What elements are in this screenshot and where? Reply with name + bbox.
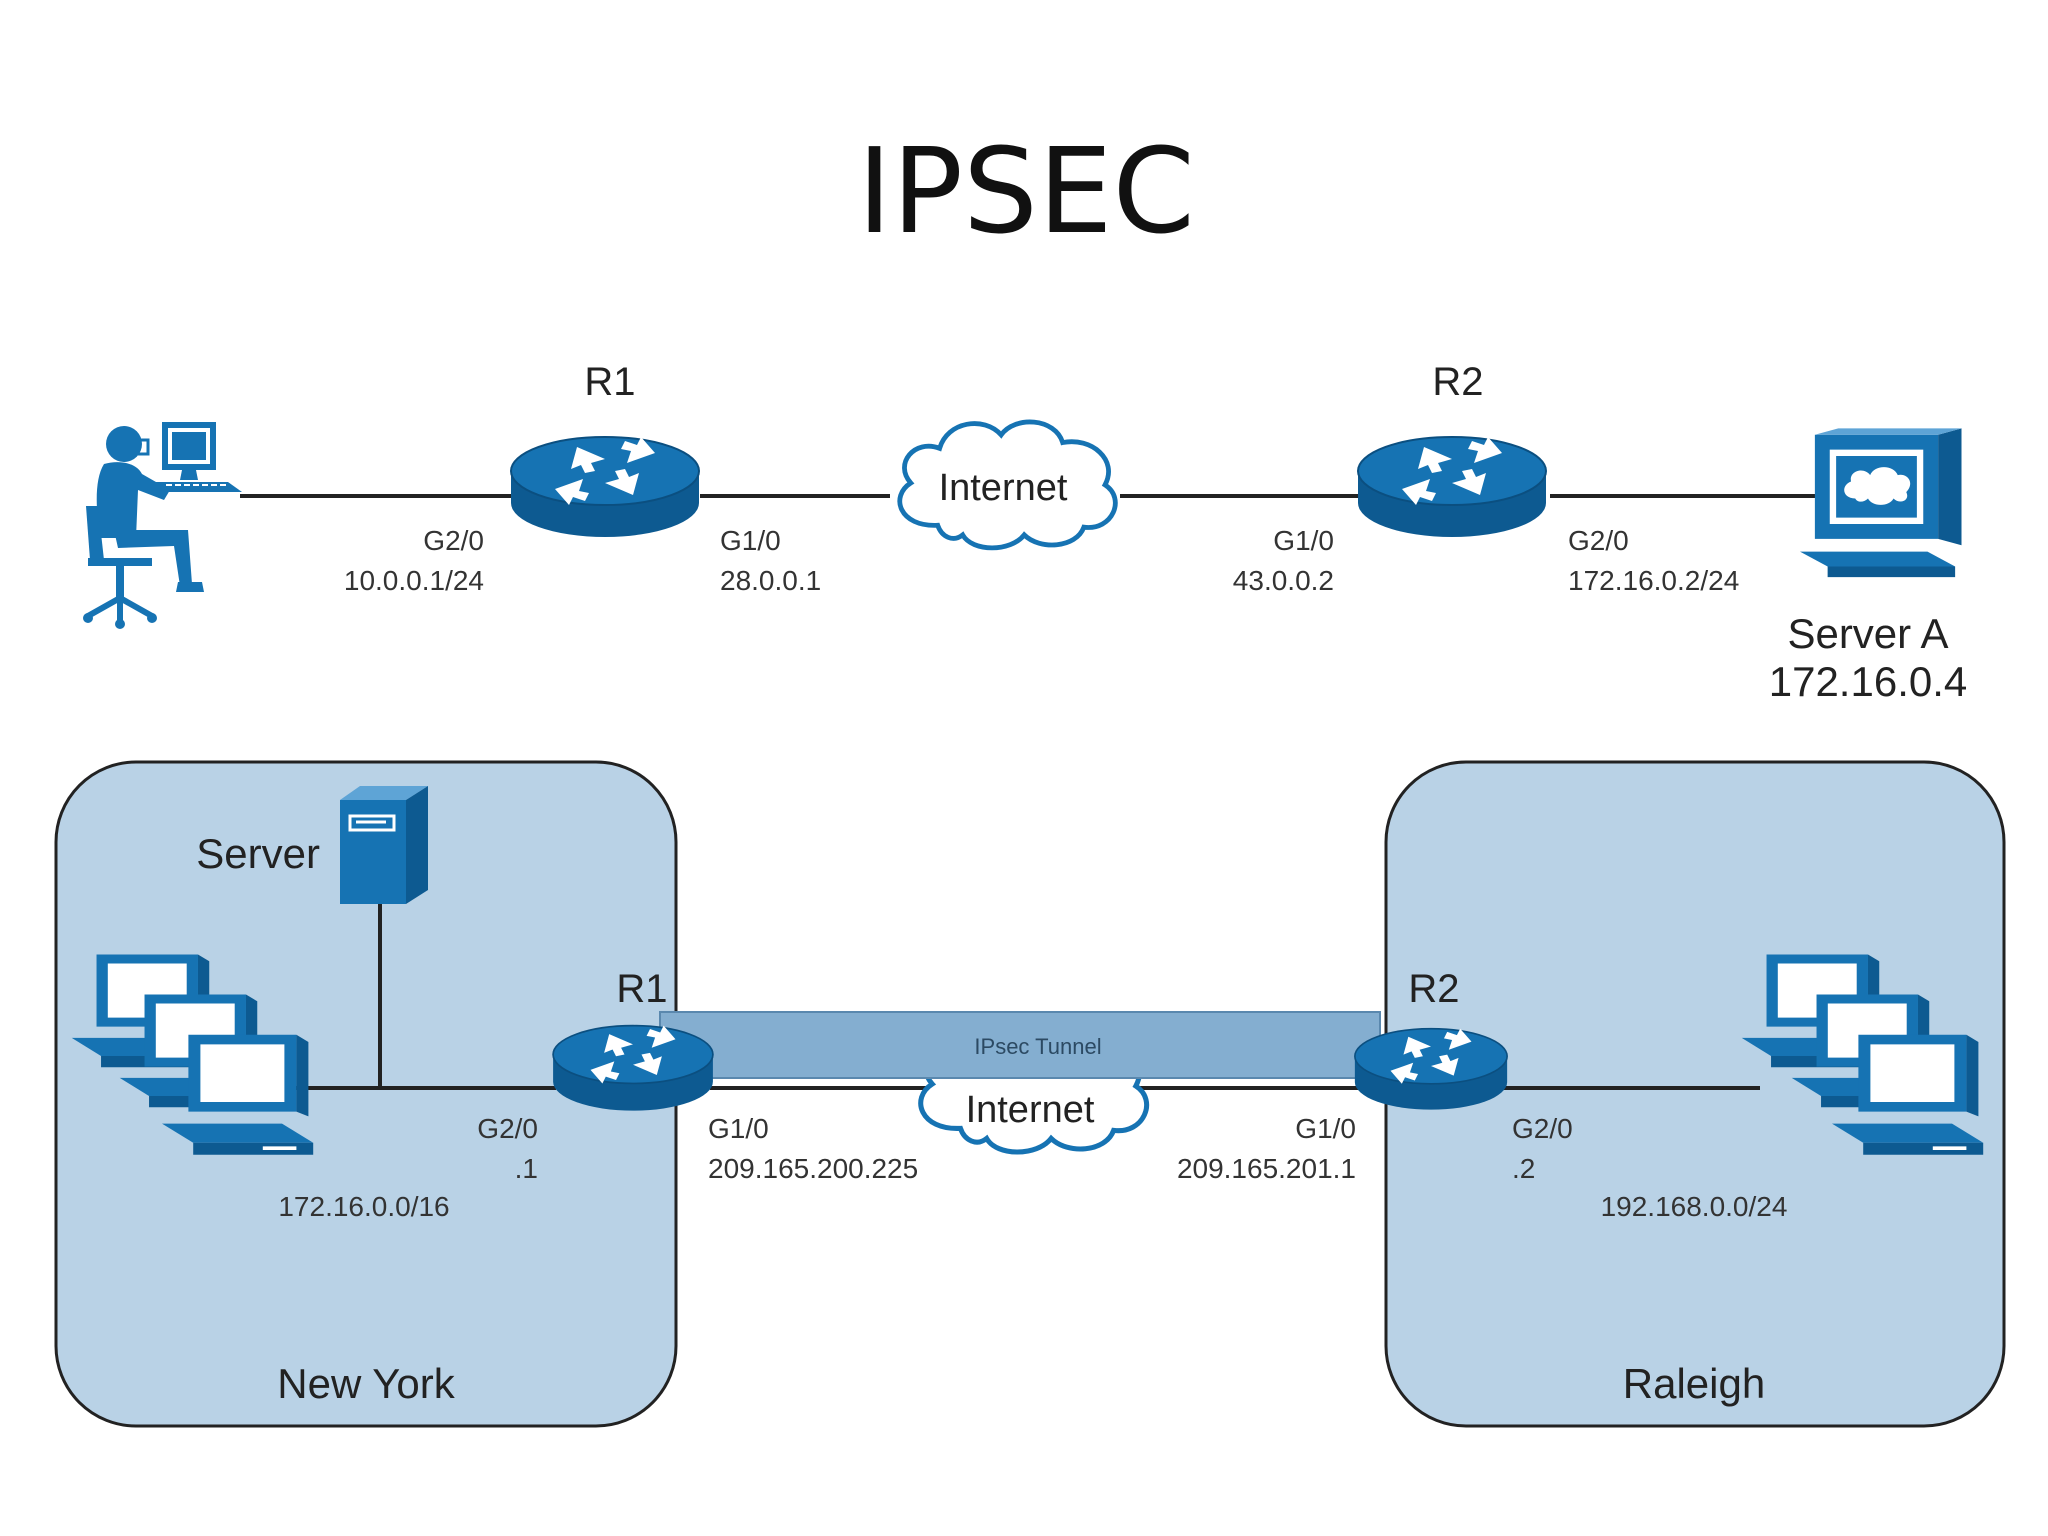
- bottom-r2-wan-port: G1/0: [1295, 1113, 1356, 1144]
- top-r2-ip-g2: 172.16.0.2/24: [1568, 565, 1739, 596]
- top-r2-ip-g1: 43.0.0.2: [1233, 565, 1334, 596]
- router-icon: [1357, 436, 1547, 538]
- page-title: IPSEC: [857, 122, 1195, 260]
- bottom-r2-label: R2: [1408, 967, 1459, 1011]
- top-topology: R1 Internet R2 Server A 172.16.0.4 G2/0 …: [83, 360, 1967, 705]
- bottom-r1-lan-ip: .1: [515, 1153, 538, 1184]
- top-r1-port-g2: G2/0: [423, 525, 484, 556]
- user-at-workstation-icon: [83, 422, 242, 629]
- server-tower-icon: [340, 786, 430, 906]
- bottom-r2-lan-port: G2/0: [1512, 1113, 1573, 1144]
- bottom-r1-wan-port: G1/0: [708, 1113, 769, 1144]
- web-server-icon: [1800, 428, 1962, 578]
- bottom-r2-lan-ip: .2: [1512, 1153, 1535, 1184]
- top-r2-label: R2: [1432, 360, 1483, 404]
- top-cloud-label: Internet: [939, 467, 1068, 509]
- router-icon: [552, 1024, 714, 1112]
- top-r1-ip-g1: 28.0.0.1: [720, 565, 821, 596]
- server-a-label: Server A: [1787, 610, 1948, 657]
- new-york-label: New York: [277, 1360, 455, 1407]
- bottom-r1-lan-port: G2/0: [477, 1113, 538, 1144]
- top-r1-port-g1: G1/0: [720, 525, 781, 556]
- ny-subnet: 172.16.0.0/16: [278, 1191, 449, 1222]
- bottom-r2-wan-ip: 209.165.201.1: [1177, 1153, 1356, 1184]
- top-r1-label: R1: [584, 360, 635, 404]
- top-r2-port-g1: G1/0: [1273, 525, 1334, 556]
- top-r1-ip-g2: 10.0.0.1/24: [344, 565, 484, 596]
- router-icon: [1353, 1027, 1509, 1111]
- ipsec-tunnel-label: IPsec Tunnel: [974, 1034, 1101, 1059]
- server-a-ip: 172.16.0.4: [1769, 658, 1968, 705]
- bottom-topology: New York Raleigh Server 172.16.0.0/16 19…: [54, 760, 2006, 1428]
- router-icon: [510, 436, 700, 538]
- bottom-r1-label: R1: [616, 967, 667, 1011]
- ny-server-label: Server: [196, 830, 320, 877]
- raleigh-label: Raleigh: [1623, 1360, 1765, 1407]
- bottom-cloud-label: Internet: [966, 1089, 1095, 1131]
- raleigh-subnet: 192.168.0.0/24: [1601, 1191, 1788, 1222]
- bottom-r1-wan-ip: 209.165.200.225: [708, 1153, 918, 1184]
- top-r2-port-g2: G2/0: [1568, 525, 1629, 556]
